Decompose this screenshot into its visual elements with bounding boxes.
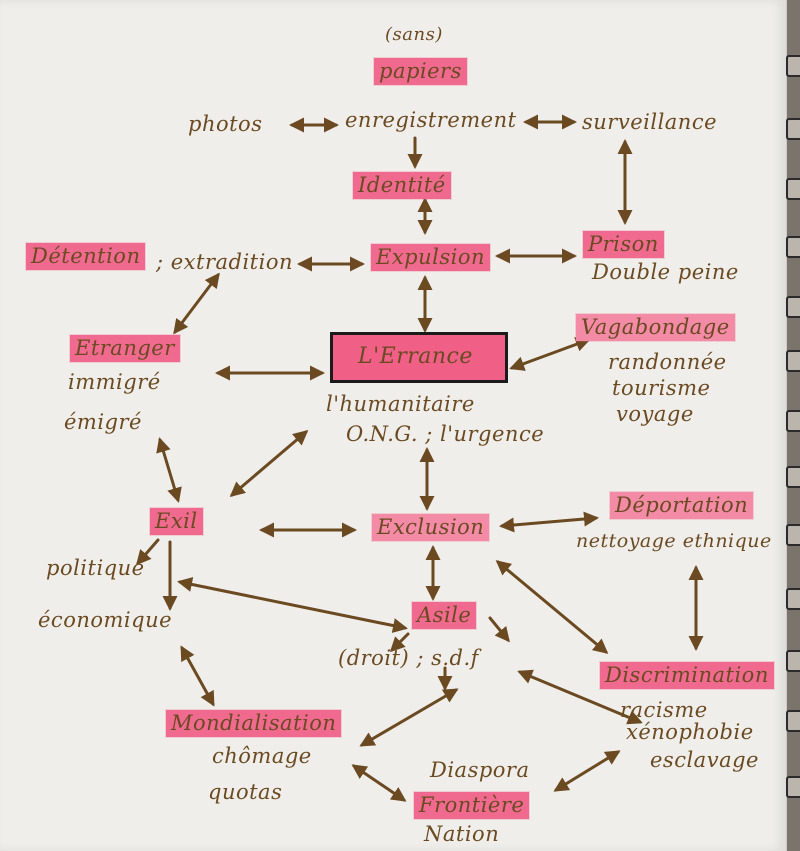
label-extradition: ; extradition [156,250,294,274]
binding-ring [786,55,800,77]
binding-ring [786,350,800,372]
arrow-asile-left [389,632,410,653]
node-mondialisation: Mondialisation [166,710,342,737]
node-expulsion: Expulsion [371,244,491,271]
arrow-extradition-etranger [173,272,220,335]
node-errance: L'Errance [358,344,473,369]
arrow-asile-right [488,616,510,643]
label-surveillance: surveillance [582,110,718,134]
binding-ring [786,650,800,672]
node-deportation: Déportation [610,492,754,519]
arrow-emigre-exil [156,437,182,503]
label-double-peine: Double peine [592,260,739,284]
node-etranger: Etranger [70,335,180,362]
label-politique: politique [46,556,145,580]
label-chomage: chômage [212,744,312,768]
label-esclavage: esclavage [650,748,759,772]
label-emigre: émigré [64,410,142,434]
label-economique: économique [38,608,173,632]
arrow-sdf-chomage [359,688,459,747]
label-enregistrement: enregistrement [345,108,517,132]
arrow-exclusion-deportation [499,511,599,533]
label-racisme: racisme [620,698,708,722]
binding-ring [786,410,800,432]
label-nettoyage-ethnique: nettoyage ethnique [576,530,772,552]
node-vagabondage: Vagabondage [576,314,735,341]
node-exclusion: Exclusion [372,514,490,541]
label-photos: photos [188,112,263,136]
node-exil: Exil [150,508,203,535]
arrow-frontiere-esclavage [553,750,621,792]
label-nation: Nation [424,822,500,846]
arrow-economique-mondialisation [180,645,215,707]
label-randonnee: randonnée [608,350,727,374]
binding-ring [786,178,800,200]
arrow-economique-asile [177,577,408,633]
binding-ring [786,588,800,610]
arrow-exclusion-discrimination [495,560,609,654]
arrow-errance-vagabondage [509,337,591,371]
binding-ring [786,296,800,318]
label-xenophobie: xénophobie [626,720,754,744]
binding-ring [786,466,800,488]
binding-ring [786,524,800,546]
label-humanitaire: l'humanitaire [326,392,475,416]
label-sans: (sans) [385,24,443,45]
binding-ring [786,776,800,798]
binding-ring [786,236,800,258]
spiral-binding [784,0,800,851]
binding-ring [786,118,800,140]
label-ong-urgence: O.N.G. ; l'urgence [346,422,545,446]
label-diaspora: Diaspora [430,758,530,782]
label-immigre: immigré [68,370,161,394]
arrow-exil-politique [136,538,160,566]
node-prison: Prison [583,231,664,258]
arrow-sdf-discrimination [517,669,643,725]
label-droit-sdf: (droit) ; s.d.f [338,646,479,670]
arrow-exil-errance [229,430,309,497]
binding-ring [786,710,800,732]
arrow-quotas-frontiere [351,764,407,802]
node-discrimination: Discrimination [600,662,774,689]
label-voyage: voyage [616,402,694,426]
node-papiers: papiers [374,58,467,85]
node-asile: Asile [412,602,477,629]
node-detention: Détention [26,243,146,270]
label-quotas: quotas [208,780,283,804]
central-node-box [330,332,508,383]
label-tourisme: tourisme [612,376,711,400]
node-frontiere: Frontière [414,792,530,819]
node-identite: Identité [353,172,451,199]
